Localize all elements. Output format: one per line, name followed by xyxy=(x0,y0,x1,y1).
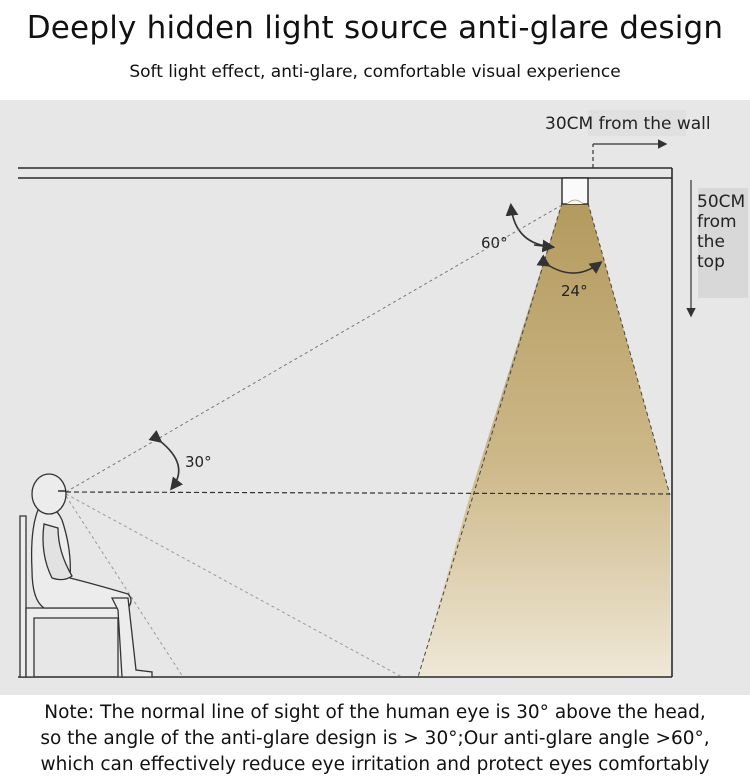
glare-angle-label: 60° xyxy=(481,234,508,252)
seated-person-figure xyxy=(19,473,153,678)
sight-angle-arc xyxy=(148,430,183,491)
note-line-1: Note: The normal line of sight of the hu… xyxy=(44,702,706,723)
note-line-2: so the angle of the anti-glare design is… xyxy=(40,728,710,749)
glare-sight-line xyxy=(65,205,561,493)
beam-angle-label: 24° xyxy=(561,282,588,300)
wall-distance-label: 30CM from the wall xyxy=(545,114,711,134)
wall-distance-label-bg xyxy=(588,110,686,136)
installation-diagram: 30CM from the wall 50CM from the top 60°… xyxy=(0,100,750,695)
beam-edge-right xyxy=(587,202,671,496)
top-distance-label-2: from xyxy=(697,212,737,232)
glare-angle-arc xyxy=(505,202,555,248)
note-text: Note: The normal line of sight of the hu… xyxy=(0,700,750,778)
top-distance-label-3: the xyxy=(697,232,725,252)
diagram-svg: 30CM from the wall 50CM from the top 60°… xyxy=(18,110,748,678)
downlight-bulb xyxy=(566,199,584,205)
top-distance-label-4: top xyxy=(697,252,725,272)
note-line-3: which can effectively reduce eye irritat… xyxy=(40,754,710,775)
beam-edge-left xyxy=(417,202,563,678)
sight-angle-label: 30° xyxy=(185,453,212,471)
lower-sight-line-1 xyxy=(65,493,403,678)
page-title: Deeply hidden light source anti-glare de… xyxy=(26,10,724,46)
top-distance-label-1: 50CM xyxy=(697,192,745,212)
top-distance-label-bg xyxy=(698,188,748,298)
glare-angle-arc-end xyxy=(533,239,556,253)
horizontal-sight-line xyxy=(65,491,671,495)
page-subtitle: Soft light effect, anti-glare, comfortab… xyxy=(129,62,621,82)
beam-angle-arc xyxy=(536,254,603,274)
light-beam xyxy=(418,203,670,677)
